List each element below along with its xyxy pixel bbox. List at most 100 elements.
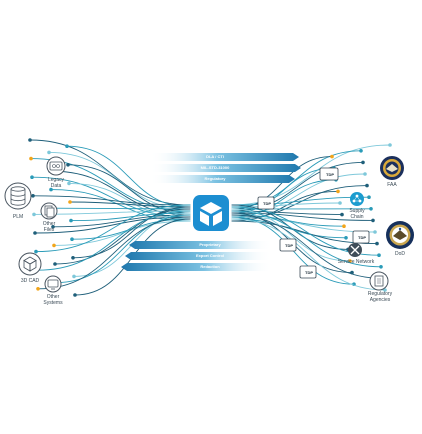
left-connector-dot <box>53 262 57 266</box>
left-connector-line <box>55 214 191 284</box>
left-connector-line <box>70 212 191 222</box>
right-connector-dot <box>367 195 371 199</box>
right-connector-dot <box>383 288 387 292</box>
node-label-plm: PLM <box>12 214 24 220</box>
tdp-label-main: TDP <box>263 201 271 206</box>
node-label-dod: DoD <box>394 251 405 257</box>
right-connector-line <box>231 196 370 206</box>
right-connector-dot <box>377 253 381 257</box>
left-connector-line <box>69 201 191 208</box>
right-connector-dot <box>348 259 352 263</box>
cad-3d-icon <box>18 252 42 276</box>
node-label-legacy-data: Legacy Data <box>47 177 65 189</box>
left-connector-dot <box>66 163 70 167</box>
left-connector-dot <box>51 225 55 229</box>
right-connector-dot <box>379 265 383 269</box>
left-connector-dot <box>33 231 37 235</box>
left-connector-dot <box>28 138 32 142</box>
left-connector-line <box>32 195 191 206</box>
left-connector-line <box>33 210 191 215</box>
banner-label-redaction: Redaction <box>200 264 220 269</box>
node-label-3d-cad: 3D CAD <box>20 278 40 284</box>
tdp-label-faa: TDP <box>326 172 334 177</box>
right-connector-dot <box>365 183 369 188</box>
hub-cube-icon <box>193 195 229 231</box>
right-connector-dot <box>361 160 365 165</box>
plm-database-icon <box>4 182 32 210</box>
node-label-regulatory-agencies: Regulatory Agencies <box>367 291 393 303</box>
banner-dla-cti <box>150 153 299 161</box>
banner-export-control <box>125 252 272 260</box>
left-connector-line <box>54 208 191 265</box>
service-network-icon <box>348 243 362 257</box>
right-connector-dot <box>373 230 377 234</box>
right-connector-line <box>231 210 343 216</box>
left-connector-dot <box>31 194 35 198</box>
node-label-service-network: Service Network <box>337 259 375 265</box>
left-connector-line <box>51 207 191 210</box>
right-connector-dot <box>388 143 392 147</box>
tdp-box-dod <box>352 230 370 244</box>
banner-label-mil-std: MIL-STD-31000 <box>200 165 230 170</box>
right-connector-dot <box>338 201 342 205</box>
tdp-box-service <box>279 238 297 252</box>
left-connector-dot <box>32 212 36 217</box>
left-connector-dot <box>29 156 33 161</box>
right-connector-dot <box>359 149 363 153</box>
node-label-supply-chain: Supply Chain <box>349 208 365 220</box>
left-connector-dot <box>69 218 73 223</box>
right-connector-dot <box>336 189 340 194</box>
left-connector-line <box>36 210 191 271</box>
right-connector-line <box>231 208 351 262</box>
banner-mil-std <box>150 164 301 172</box>
right-connector-dot <box>363 172 367 176</box>
right-connector-dot <box>340 212 344 217</box>
left-connector-dot <box>72 274 76 279</box>
right-connector-dot <box>330 154 334 159</box>
node-label-other-files: Other Files <box>42 221 56 233</box>
banner-regulatory <box>150 175 295 183</box>
left-connector-dot <box>34 249 38 254</box>
left-connector-dot <box>47 150 51 155</box>
right-connector-line <box>231 210 382 268</box>
banner-label-regulatory: Regulatory <box>204 176 226 181</box>
left-connector-line <box>72 206 191 259</box>
right-connector-dot <box>375 241 379 246</box>
banner-redaction <box>121 263 272 271</box>
left-connector-dot <box>68 200 72 204</box>
faa-seal-icon <box>380 156 404 180</box>
dod-seal-icon <box>386 221 414 249</box>
left-connector-line <box>53 220 191 246</box>
banner-label-export-control: Export Control <box>196 253 224 258</box>
left-connector-line <box>52 214 191 228</box>
right-connector-dot <box>342 224 346 228</box>
left-connector-dot <box>70 237 74 241</box>
left-connector-dot <box>30 175 34 179</box>
tdp-box-main <box>257 196 275 210</box>
right-connector-dot <box>371 218 375 223</box>
left-connector-dot <box>67 181 71 186</box>
right-connector-dot <box>369 207 373 211</box>
left-connector-dot <box>36 287 40 291</box>
left-connector-line <box>35 204 191 253</box>
tdp-box-faa <box>319 167 339 181</box>
banner-label-proprietary: Proprietary <box>199 242 221 247</box>
supply-chain-icon <box>350 192 364 206</box>
tdp-label-dod: TDP <box>358 235 366 240</box>
right-connector-line <box>231 218 386 291</box>
node-label-other-systems: Other Systems <box>43 294 63 306</box>
left-connector-dot <box>65 144 69 148</box>
left-connector-line <box>71 218 191 240</box>
left-connector-dot <box>73 293 77 297</box>
tdp-box-regulatory <box>299 265 317 279</box>
banner-label-dla-cti: DLA / CTI <box>206 154 224 159</box>
right-connector-line <box>231 214 384 279</box>
tdp-label-service: TDP <box>285 243 293 248</box>
right-connector-line <box>231 144 391 206</box>
right-connector-line <box>231 218 347 239</box>
node-label-faa: FAA <box>387 182 397 188</box>
banner-proprietary <box>129 241 272 249</box>
left-connector-dot <box>49 187 53 192</box>
